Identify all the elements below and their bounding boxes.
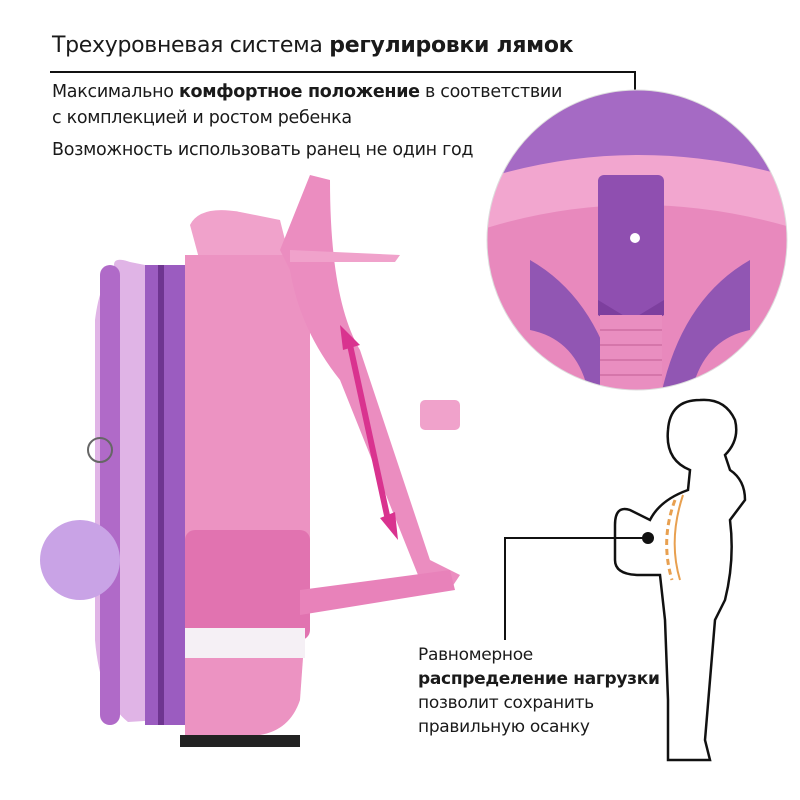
- feature-text: Максимально: [52, 82, 179, 102]
- feature-text: в соответствии: [419, 82, 563, 102]
- marker-dot-top: [630, 233, 640, 243]
- pompom: [40, 520, 120, 600]
- strap-detail-closeup: [486, 89, 788, 391]
- feature-line-1: Максимально комфортное положение в соотв…: [52, 82, 562, 102]
- leader-line-bottom: [504, 537, 648, 640]
- child-silhouette: [613, 398, 747, 762]
- page-title: Трехуровневая система регулировки лямок: [52, 33, 574, 58]
- title-bold: регулировки лямок: [329, 33, 574, 58]
- spine-line: [665, 499, 677, 581]
- posture-line: позволит сохранить: [418, 693, 594, 713]
- posture-caption: Равномерное распределение нагрузки позво…: [418, 643, 660, 739]
- title-regular: Трехуровневая система: [52, 33, 330, 58]
- double-arrow-icon: [340, 325, 398, 540]
- posture-line: правильную осанку: [418, 717, 590, 737]
- feature-line-3: Возможность использовать ранец не один г…: [52, 140, 474, 160]
- posture-line: Равномерное: [418, 645, 533, 665]
- posture-line-bold: распределение нагрузки: [418, 669, 660, 689]
- feature-text-bold: комфортное положение: [178, 82, 420, 102]
- feature-line-2: с комплекцией и ростом ребенка: [52, 108, 352, 128]
- backpack-image: [40, 175, 460, 747]
